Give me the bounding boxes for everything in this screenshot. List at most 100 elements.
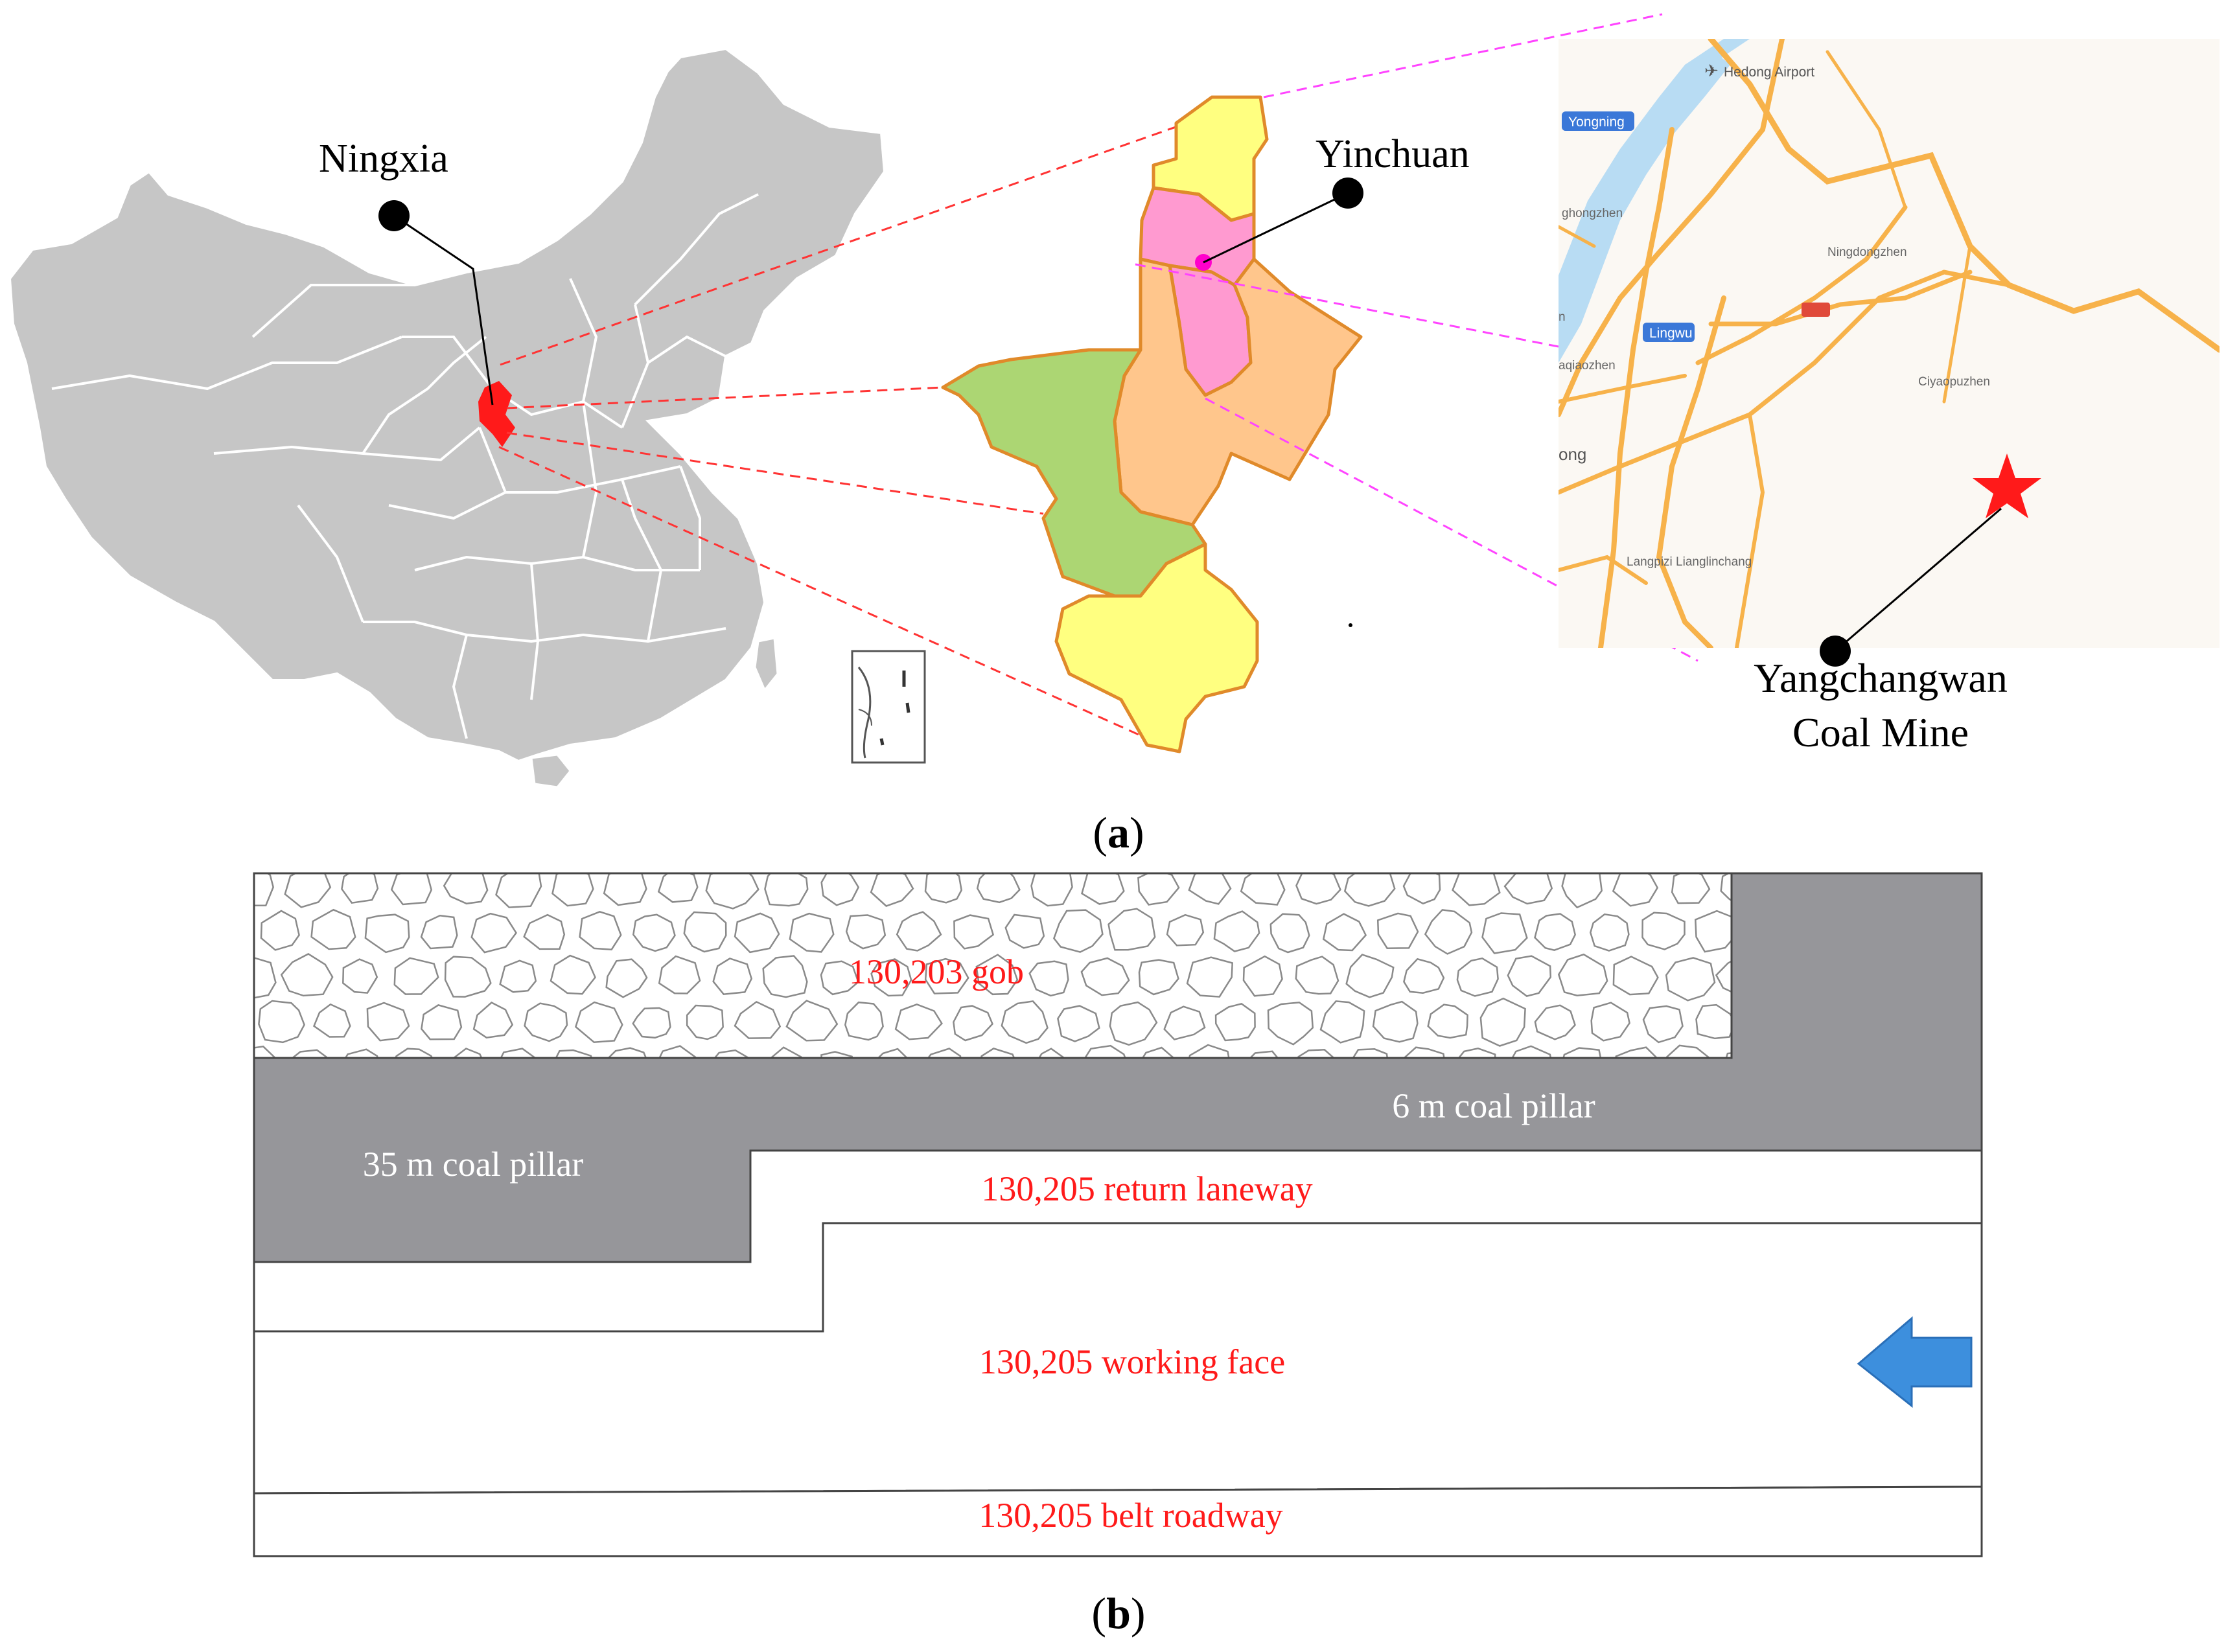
gob-rock — [1038, 1048, 1066, 1058]
gob-rock — [574, 1001, 623, 1043]
gob-rock — [603, 873, 647, 906]
gob-rock — [495, 873, 542, 908]
gob-rock — [366, 1002, 410, 1042]
gob-rock — [1589, 913, 1630, 952]
gob-rock — [877, 1048, 908, 1058]
gob-rock — [820, 1051, 853, 1058]
return-laneway-label: 130,205 return laneway — [981, 1169, 1312, 1208]
local-map: Yongning Lingwu ✈ Hedong Airport ghongzh… — [1559, 39, 2220, 648]
gob-rock — [1240, 873, 1286, 906]
gob-rock — [1503, 873, 1553, 905]
gob-rock — [1141, 1046, 1175, 1058]
gob-rock — [762, 955, 808, 998]
gob-rock — [551, 873, 594, 907]
gob-rock — [734, 1000, 782, 1039]
gob-rock — [658, 1045, 697, 1058]
gob-rock — [1534, 1004, 1576, 1040]
gob-rock — [1456, 957, 1499, 997]
gob-rock — [393, 957, 439, 995]
mine-dot-icon — [1820, 636, 1851, 667]
gob-rock — [1001, 1000, 1049, 1044]
gob-rock — [291, 1049, 327, 1058]
gob-rock — [1561, 873, 1603, 909]
gob-rock — [789, 912, 835, 953]
gob-rock — [443, 873, 489, 905]
gob-rock — [254, 1045, 277, 1058]
yongning-label: Yongning — [1568, 115, 1625, 130]
region-guyuan — [1054, 542, 1259, 753]
gob-rock — [894, 1003, 943, 1040]
gob-rock — [658, 955, 701, 994]
left-arrow-icon — [1857, 1316, 1973, 1408]
gob-rock — [1109, 1001, 1158, 1046]
ningxia-leader-line — [393, 214, 494, 406]
gob-rock — [1665, 1044, 1711, 1058]
gob-rock — [1057, 1005, 1100, 1042]
gob-rock — [178, 869, 221, 908]
gob-rock — [524, 1002, 568, 1042]
gob-rock — [953, 914, 995, 950]
belt-roadway — [253, 1486, 1983, 1557]
gob-rock — [1214, 1003, 1256, 1042]
gob-rock — [1297, 1049, 1336, 1058]
gob-rock — [1427, 1004, 1468, 1039]
gob-rock — [390, 873, 433, 906]
gob-rock — [1352, 1048, 1389, 1058]
yinchuan-callout-dot-icon — [1332, 178, 1363, 209]
gob-rock — [1188, 873, 1232, 905]
gob-rock — [312, 1003, 351, 1038]
gob-rock — [284, 873, 332, 908]
gob-rock — [1052, 909, 1104, 953]
gob-rock — [1695, 1004, 1732, 1040]
ningdongzhen-label: Ningdongzhen — [1827, 246, 1907, 259]
gob-rock — [927, 1048, 962, 1058]
gob-rock — [607, 1047, 647, 1058]
gob-rock — [258, 1000, 305, 1044]
gob-rock — [1213, 910, 1260, 952]
gob-rock-pattern — [178, 869, 1732, 1083]
gob-rock — [579, 910, 622, 950]
gob-rock — [1457, 1048, 1496, 1058]
ciyaopuzhen-label: Ciyaopuzhen — [1918, 375, 1990, 389]
gob-rock — [1562, 1047, 1602, 1058]
gob-rock — [1403, 958, 1445, 994]
hedong-airport-icon: ✈ — [1704, 61, 1719, 80]
gob-rock — [1030, 873, 1073, 907]
gob-rock — [1590, 1002, 1630, 1042]
gob-rock — [1080, 957, 1130, 996]
gob-rock — [953, 1005, 993, 1042]
gob-rock — [260, 910, 300, 951]
gob-rock — [713, 1049, 750, 1058]
gob-rock — [896, 911, 942, 952]
gob-rock — [1479, 997, 1526, 1047]
gob-rock — [444, 956, 492, 998]
taiwan-island — [754, 637, 779, 692]
china-outline — [8, 47, 887, 763]
gob-rock — [1402, 873, 1441, 905]
gob-rock — [632, 913, 676, 952]
gob-rock — [1295, 956, 1339, 995]
gob-rock — [870, 958, 912, 997]
mine-label-line2: Coal Mine — [1792, 709, 1969, 755]
gob-rock — [182, 1050, 222, 1083]
gob-rock — [1720, 873, 1732, 902]
gob-rock — [181, 956, 220, 998]
local-map-labels: Yongning Lingwu ✈ Hedong Airport ghongzh… — [1559, 61, 1990, 569]
gob-rock — [1242, 955, 1283, 997]
yinchuan-callout: Yinchuan — [1203, 132, 1470, 264]
gob-rock — [344, 1048, 379, 1058]
gob-rock — [686, 1004, 724, 1040]
gob-rock — [420, 915, 458, 950]
lingwu-badge — [1643, 323, 1695, 342]
mine-label-line1: Yangchangwan — [1754, 655, 2008, 701]
gob-rock — [1166, 913, 1205, 946]
map-tick-n: n — [1559, 310, 1566, 324]
gob-rock — [203, 1005, 248, 1041]
gob-label: 130,203 gob — [849, 952, 1024, 991]
yongning-badge — [1562, 111, 1634, 131]
pillar-6m-label: 6 m coal pillar — [1392, 1086, 1595, 1125]
yinchuan-label: Yinchuan — [1316, 132, 1470, 176]
gob-rock — [1642, 1005, 1684, 1044]
gob-rock — [785, 1000, 839, 1042]
